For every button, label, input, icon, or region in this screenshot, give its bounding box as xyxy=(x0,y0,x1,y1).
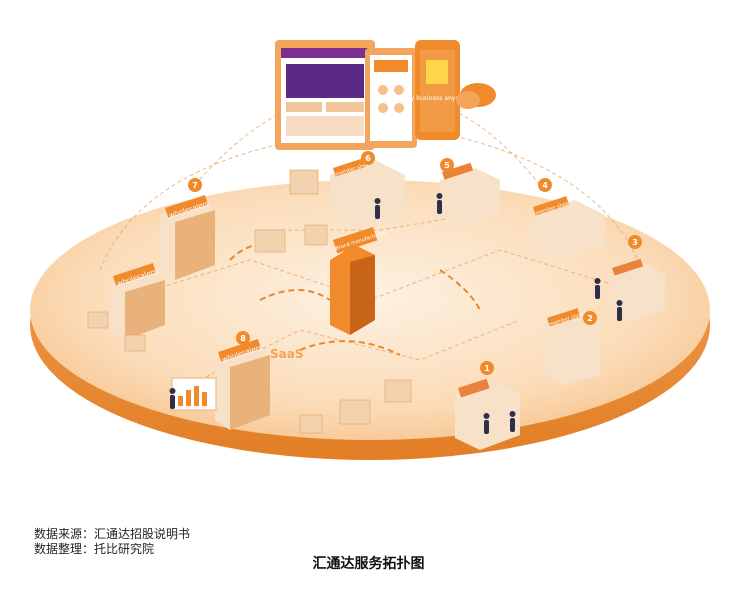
saas-label: SaaS xyxy=(270,347,303,361)
pin-1-label: 1 xyxy=(484,364,490,373)
app-slogan: Easy business anywhere xyxy=(400,95,474,102)
pin-5: 5 xyxy=(440,158,454,172)
pin-3-label: 3 xyxy=(632,238,638,247)
pin-3: 3 xyxy=(628,235,642,249)
website-screen xyxy=(275,40,375,150)
wholesaler-building-far-left: wholesalers xyxy=(110,263,165,340)
figure-caption: 汇通达服务拓扑图 xyxy=(312,556,425,572)
pin-7: 7 xyxy=(188,178,202,192)
shop-stall-far-right xyxy=(610,258,665,322)
pin-4: 4 xyxy=(538,178,552,192)
people-figures xyxy=(169,193,623,434)
wholesaler-building-bottom: wholesalers xyxy=(215,339,270,430)
service-topology-diagram: Easy business anywhere wholesalers whole… xyxy=(30,40,710,460)
brand-manufacturer-tower: Brand manufacturers xyxy=(330,227,388,335)
pin-8: 8 xyxy=(236,331,250,345)
shop-stall-top xyxy=(440,162,500,228)
pin-1: 1 xyxy=(480,361,494,375)
warehouse-boxes xyxy=(87,169,412,434)
pin-8-label: 8 xyxy=(240,334,246,343)
pin-6: 6 xyxy=(361,151,375,165)
pin-4-label: 4 xyxy=(542,181,548,190)
mobile-app-screen: Easy business anywhere xyxy=(400,40,474,140)
pin-2-label: 2 xyxy=(587,314,593,323)
wholesaler-building-left: wholesalers xyxy=(160,195,215,280)
pin-7-label: 7 xyxy=(192,181,198,190)
data-source-line: 数据来源：汇通达招股说明书 xyxy=(34,527,191,541)
pin-6-label: 6 xyxy=(365,154,371,163)
analytics-board xyxy=(171,377,217,411)
pin-5-label: 5 xyxy=(444,161,450,170)
pins: 1 2 3 4 5 6 7 8 xyxy=(188,151,642,375)
cloud-icon xyxy=(456,83,496,109)
data-compiler-line: 数据整理：托比研究院 xyxy=(34,542,155,556)
member-shop-right: member shop xyxy=(530,196,605,260)
member-shop-right-lower: member shop xyxy=(545,308,600,385)
tablet-screen xyxy=(365,48,417,148)
member-shop-center: member shop xyxy=(330,158,405,230)
pin-2: 2 xyxy=(583,311,597,325)
